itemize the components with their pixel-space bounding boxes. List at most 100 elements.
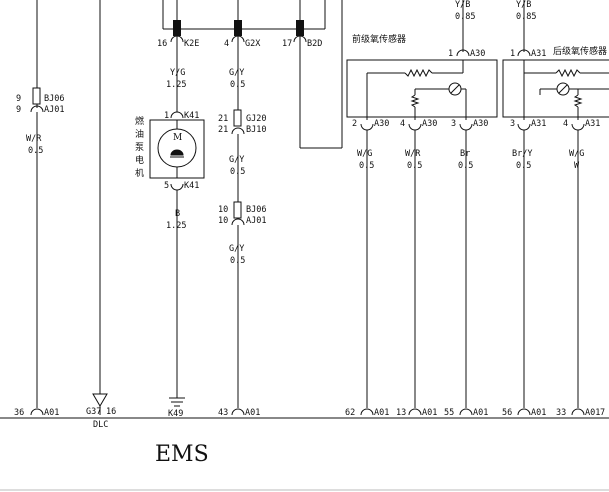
ecu-pin: 56: [502, 408, 512, 418]
conn-pin: 3: [451, 119, 456, 129]
connector-g2x: [234, 20, 242, 36]
wire-color: Y/G: [170, 68, 185, 78]
connector-bj06: [32, 87, 41, 105]
conn-pin: 21: [218, 125, 228, 135]
conn-pin: 10: [218, 205, 228, 215]
ecu-pin: 43: [218, 408, 228, 418]
wire-gauge: 1.25: [166, 221, 186, 231]
conn-name: BJ06: [44, 94, 64, 104]
rear-o2-sensor: Y/B 0.85 1 A31 后级氧传感器 3 A31 4 A31 Br/Y 0…: [502, 0, 609, 418]
conn-pin: 10: [218, 216, 228, 226]
connector-k2e: [173, 20, 181, 36]
pump-name-char: 机: [135, 167, 144, 179]
wire-color: G/Y: [229, 68, 244, 78]
conn-name: AJ01: [246, 216, 266, 226]
wire-color: W/G: [357, 149, 372, 159]
front-o2-sensor: Y/B 0.85 1 A30 前级氧传感器 2 A30 4 A30 3 A30 …: [345, 0, 498, 418]
wire-gauge: 0.5: [516, 161, 531, 171]
wire-gauge: W: [574, 161, 580, 171]
sensor-name: 前级氧传感器: [352, 33, 406, 45]
conn-pin: 17: [282, 39, 292, 49]
wire-gauge: 0.5: [407, 161, 422, 171]
pump-name-char: 泵: [135, 142, 144, 153]
connector-aj01: [30, 105, 44, 113]
wire-color: W/R: [405, 149, 421, 159]
wire-color: G/Y: [229, 244, 244, 254]
conn-pin: 3: [510, 119, 515, 129]
conn-name: A31: [531, 119, 546, 129]
ground-label: K49: [168, 409, 183, 419]
conn-name: A31: [585, 119, 600, 129]
conn-pin: 9: [16, 94, 21, 104]
motor-letter: M: [173, 133, 182, 143]
pump-conn: K41: [184, 181, 199, 191]
conn-name: BJ06: [246, 205, 266, 215]
dlc-symbol: [92, 393, 108, 407]
conn-name: GJ20: [246, 114, 266, 124]
conn-name: A31: [531, 49, 546, 59]
pump-conn: K41: [184, 111, 199, 121]
dlc-pin: 16: [106, 407, 116, 417]
ecu-pin: 33: [556, 408, 566, 418]
conn-pin: 1: [448, 49, 453, 59]
ecu-conn: A01: [473, 408, 488, 418]
wire-gauge: 0.5: [230, 80, 245, 90]
wire-gauge: 0.5: [230, 256, 245, 266]
ecu-pin: 13: [396, 408, 406, 418]
conn-name: A30: [374, 119, 389, 129]
connector-bj06: [233, 201, 242, 219]
conn-name: A30: [470, 49, 485, 59]
conn-name: K2E: [184, 39, 199, 49]
conn-name: G2X: [245, 39, 261, 49]
pump-pin: 5: [164, 181, 169, 191]
wire-gauge: 0.5: [28, 146, 43, 156]
ecu-conn: A01: [531, 408, 546, 418]
wire-color: Br: [460, 149, 470, 159]
top-wire-gauge: 0.85: [455, 12, 475, 22]
ecu-pin: 62: [345, 408, 355, 418]
ecu-pin: 55: [444, 408, 454, 418]
b2d-connector: 17 B2D: [282, 20, 322, 53]
conn-name: BJ10: [246, 125, 266, 135]
wire-color: Br/Y: [512, 149, 532, 159]
ecu-pin: 36: [14, 408, 24, 418]
dlc-label: G37: [86, 407, 101, 417]
wire-color: W/G: [569, 149, 584, 159]
wire-color: W/R: [26, 134, 42, 144]
conn-pin: 1: [510, 49, 515, 59]
wire-gauge: 0.5: [458, 161, 473, 171]
wire-color: G/Y: [229, 155, 244, 165]
conn-pin: 16: [157, 39, 167, 49]
pump-name-char: 燃: [135, 115, 144, 127]
conn-name: AJ01: [44, 105, 64, 115]
wire-gauge: 1.25: [166, 80, 186, 90]
connector-gj20: [233, 109, 242, 127]
pump-name-char: 电: [135, 154, 144, 166]
conn-pin: 4: [224, 39, 229, 49]
wire-gauge: 0.5: [230, 167, 245, 177]
conn-pin: 9: [16, 105, 21, 115]
heater-resistor-icon: [404, 68, 433, 78]
ems-title: EMS: [155, 442, 209, 467]
top-wire-gauge: 0.85: [516, 12, 536, 22]
sensor-name: 后级氧传感器: [553, 45, 607, 57]
ecu-conn: A01: [44, 408, 59, 418]
fuel-pump-wire: 16 K2E Y/G 1.25 1 K41 M 燃 油 泵 电 机 5 K41 …: [135, 0, 205, 419]
dlc-line: G37 16 DLC: [86, 0, 116, 430]
dlc-name: DLC: [93, 420, 108, 430]
mid-wire: 4 G2X G/Y 0.5 21 GJ20 21 BJ10 G/Y 0.5 10…: [218, 0, 266, 418]
ecu-conn: A01: [422, 408, 437, 418]
conn-pin: 2: [352, 119, 357, 129]
wire-gauge: 0.5: [359, 161, 374, 171]
ecu-pin: 7: [600, 408, 605, 418]
wire-color: B: [175, 209, 180, 219]
conn-name: B2D: [307, 39, 322, 49]
conn-name: A30: [422, 119, 437, 129]
conn-pin: 4: [400, 119, 405, 129]
ecu-conn: A01: [585, 408, 600, 418]
conn-name: A30: [473, 119, 488, 129]
pump-name-char: 油: [135, 128, 144, 140]
ecu-conn: A01: [245, 408, 260, 418]
conn-pin: 21: [218, 114, 228, 124]
